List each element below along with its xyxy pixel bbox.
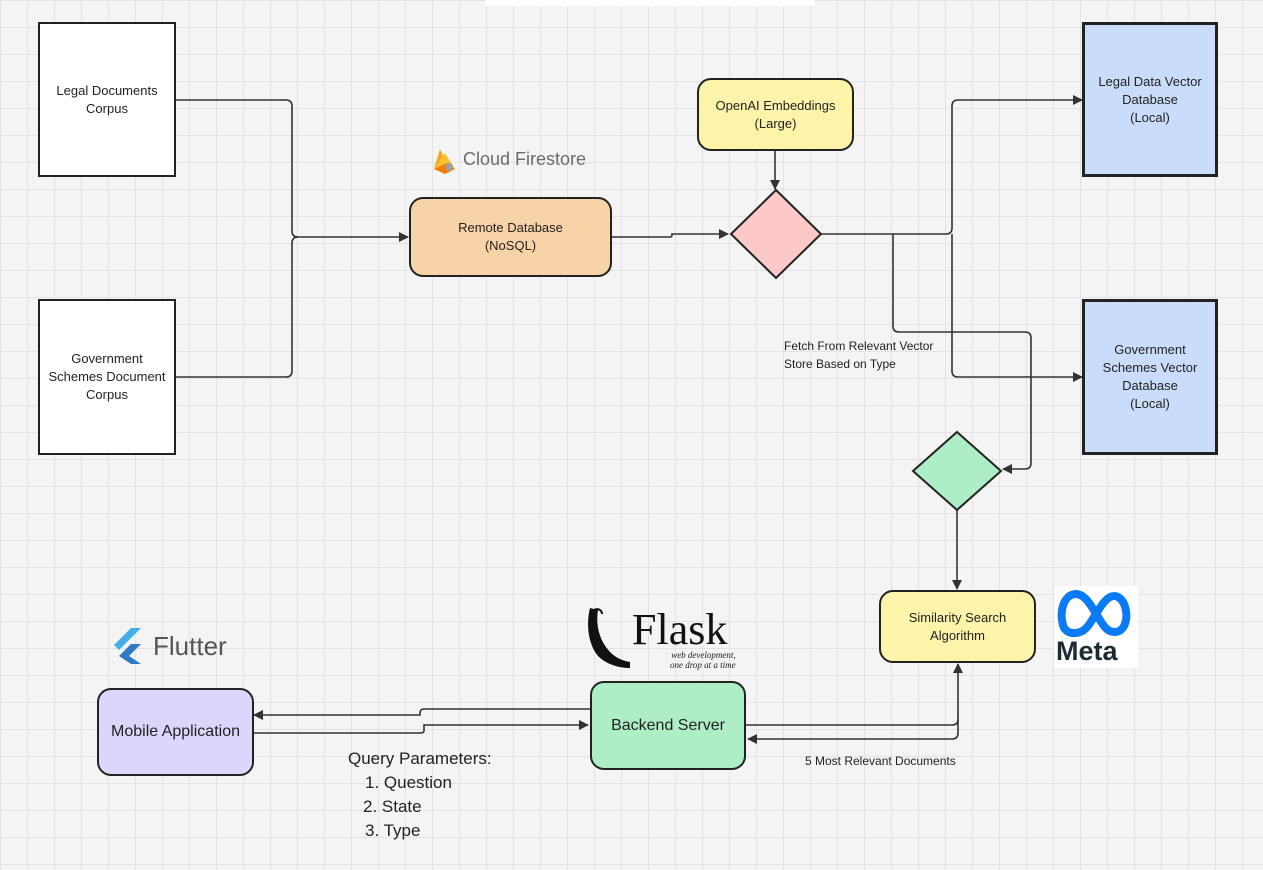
relevant-documents-label: 5 Most Relevant Documents — [805, 754, 956, 768]
flask-horn-icon — [588, 608, 630, 668]
query-parameter-item: 1. Question — [365, 773, 452, 792]
firestore-logo-text: Cloud Firestore — [463, 149, 587, 169]
backend-server-node: Backend Server — [590, 681, 746, 770]
flutter-logo: Flutter — [113, 628, 243, 666]
flask-logo: Flask web development, one drop at a tim… — [584, 604, 754, 674]
edge-gov-corpus-to-remote-db — [176, 236, 299, 378]
edge-router-to-legal-db — [821, 95, 1083, 235]
legal-documents-corpus-node: Legal Documents Corpus — [38, 22, 176, 177]
query-parameter-item: 3. Type — [365, 821, 421, 840]
meta-logo: Meta — [1054, 586, 1138, 668]
similarity-search-node: Similarity Search Algorithm — [879, 590, 1036, 663]
flutter-chevron-icon — [114, 628, 141, 664]
mobile-application-node: Mobile Application — [97, 688, 254, 776]
flask-tagline: web development, one drop at a time — [670, 650, 736, 670]
query-parameters-title: Query Parameters: — [348, 749, 492, 768]
government-vector-database-node: Government Schemes Vector Database (Loca… — [1082, 299, 1218, 455]
edge-router-to-gov-db — [951, 234, 1083, 382]
meta-logo-text: Meta — [1056, 636, 1118, 666]
router-diamond — [729, 188, 823, 280]
openai-embeddings-node: OpenAI Embeddings (Large) — [697, 78, 854, 151]
fetch-label: Fetch From Relevant Vector Store Based o… — [784, 339, 934, 371]
edge-backend-to-mobile — [253, 708, 590, 720]
top-toolbar-strip — [485, 0, 815, 6]
edge-similarity-to-backend — [747, 719, 959, 744]
query-parameter-item: 2. State — [363, 797, 422, 816]
flutter-logo-text: Flutter — [153, 631, 227, 661]
government-schemes-corpus-node: Government Schemes Document Corpus — [38, 299, 176, 455]
edge-remote-db-to-router — [612, 229, 729, 239]
edge-legal-corpus-to-remote-db — [176, 99, 409, 242]
firestore-logo: Cloud Firestore — [431, 145, 601, 175]
meta-infinity-icon — [1057, 590, 1131, 637]
merge-diamond — [911, 430, 1003, 512]
flask-logo-text: Flask — [632, 605, 728, 654]
edge-backend-to-similarity — [746, 663, 963, 726]
edge-mobile-to-backend — [254, 720, 589, 734]
edge-router-to-merge — [892, 234, 1032, 474]
legal-vector-database-node: Legal Data Vector Database (Local) — [1082, 22, 1218, 177]
firestore-flame-icon — [434, 149, 455, 174]
remote-database-node: Remote Database (NoSQL) — [409, 197, 612, 277]
